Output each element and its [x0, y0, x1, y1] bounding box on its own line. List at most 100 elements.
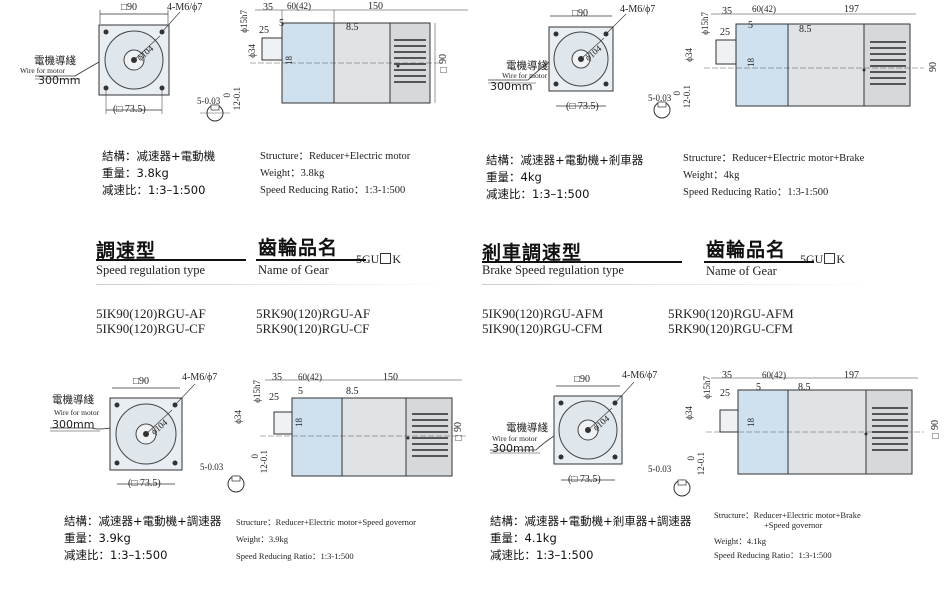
gear-name-en: Name of Gear [706, 264, 777, 278]
wire-label-zh: 電機導綫 [34, 55, 76, 67]
dim-motor-length: 150 [368, 1, 383, 12]
wire-length: 300mm [38, 74, 81, 87]
gear-code: 5GU K [800, 252, 845, 267]
dim-shaft-35: 35 [263, 2, 273, 13]
section-title-en: Brake Speed regulation type [482, 263, 624, 277]
spec-ratio-en: Speed Reducing Ratio：1:3-1:500 [236, 551, 354, 561]
keyway-detail [227, 475, 245, 493]
wire-length: 300mm [492, 442, 535, 455]
wire-label-en: Wire for motor [492, 434, 538, 443]
keyway-detail [653, 101, 671, 119]
dim-mount-holes: 4-M6/ϕ7 [182, 372, 218, 383]
dim-shaft-25: 25 [269, 392, 279, 403]
drawing-panel-4: □90 4-M6/ϕ7 ϕ104 (□ 73.5) 電機導綫 Wire for … [476, 368, 951, 596]
dim-shaft-35: 35 [722, 370, 732, 381]
front-view-drawing [488, 13, 627, 107]
spec-en-block: Structure：Reducer+Electric motor+Speed g… [236, 514, 416, 565]
placeholder-box-icon [824, 253, 836, 264]
model-2: 5IK90(120)RGU-CFM [482, 321, 603, 336]
dim-shaft-dia: ϕ15h7 [702, 376, 712, 399]
dim-key-width: 5-0.03 [648, 464, 672, 474]
gear-code-suffix: K [392, 252, 402, 266]
wire-label-zh: 電機導綫 [52, 394, 94, 406]
spec-weight-en: Weight：3.8kg [260, 168, 325, 179]
placeholder-box-icon [380, 253, 392, 264]
spec-en-block: Structure：Reducer+Electric motor+Brake W… [683, 150, 864, 201]
dim-pilot-dia: ϕ34 [684, 406, 694, 420]
gear-code-prefix: 5GU [800, 252, 824, 266]
dim-key-zero: 0 [672, 91, 682, 96]
spec-structure-en: Structure：Reducer+Electric motor+Brake [714, 510, 861, 520]
dim-mount-holes: 4-M6/ϕ7 [620, 4, 656, 15]
wire-label-zh: 電機導綫 [506, 422, 548, 434]
section-speed-regulation: 調速型 Speed regulation type 齒輪品名 Name of G… [0, 226, 476, 346]
front-view-drawing [50, 383, 196, 485]
spec-structure-zh: 結構：减速器+電動機+調速器 [64, 514, 222, 528]
spec-en-block: Structure：Reducer+Electric motor Weight：… [260, 148, 410, 199]
keyway-detail [200, 104, 230, 122]
dim-pilot-dia: ϕ34 [684, 48, 694, 62]
spec-zh-block: 結構：减速器+電動機+剎車器+調速器 重量：4.1kg 减速比：1:3–1:50… [490, 513, 691, 564]
dim-shaft-35: 35 [272, 372, 282, 383]
dim-gap-8-5: 8.5 [346, 22, 359, 33]
spec-zh-block: 結構：减速器+電動機+剎車器 重量：4kg 减速比：1:3–1:500 [486, 152, 643, 203]
front-view-drawing [490, 381, 635, 481]
dim-gearbox-60: 60(42) [752, 4, 776, 14]
wire-label-en: Wire for motor [502, 71, 548, 80]
gear-name-en: Name of Gear [258, 263, 329, 277]
spec-en-block: Structure：Reducer+Electric motor+Brake +… [714, 510, 861, 562]
dim-key-18: 18 [284, 56, 294, 65]
spec-weight-zh: 重量：4kg [486, 170, 542, 184]
section-title-zh: 剎車調速型 [482, 242, 583, 264]
side-view-drawing [706, 377, 924, 475]
dim-gap-8-5: 8.5 [798, 382, 811, 393]
drawing-panel-1: □90 4-M6/ϕ7 ϕ104 (□ 73.5) 電機導綫 Wire for … [0, 0, 475, 200]
spec-ratio-en: Speed Reducing Ratio：1:3-1:500 [260, 185, 406, 196]
dim-inner-square: (□ 73.5) [128, 478, 161, 489]
dim-shaft-5: 5 [279, 18, 284, 29]
wire-label-zh: 電機導綫 [506, 60, 548, 72]
dim-key-18: 18 [294, 418, 304, 427]
spec-structure-en: Structure：Reducer+Electric motor [260, 151, 411, 162]
spec-ratio-zh: 减速比：1:3–1:500 [486, 187, 590, 201]
spec-structure-zh: 結構：减速器+電動機 [102, 149, 216, 163]
header-rule [482, 261, 682, 263]
dim-inner-square: (□ 73.5) [568, 474, 601, 485]
dim-shaft-5: 5 [298, 386, 303, 397]
model-4: 5RK90(120)RGU-CFM [668, 321, 793, 336]
drawing-panel-2: □90 4-M6/ϕ7 ϕ104 (□ 73.5) 電機導綫 Wire for … [476, 0, 951, 203]
spec-structure-zh: 結構：减速器+電動機+剎車器 [486, 153, 644, 167]
side-view-drawing [260, 379, 466, 477]
dim-key-18: 18 [746, 58, 756, 67]
keyway-detail [673, 479, 691, 497]
dim-gearbox-60: 60(42) [298, 372, 322, 382]
model-1: 5IK90(120)RGU-AFM [482, 306, 604, 321]
gear-name-zh: 齒輪品名 [706, 239, 787, 261]
dim-shaft-dia: ϕ15h7 [700, 12, 710, 35]
model-3: 5RK90(120)RGU-AFM [668, 306, 794, 321]
spec-ratio-zh: 减速比：1:3–1:500 [490, 548, 594, 562]
dim-mount-holes: 4-M6/ϕ7 [167, 2, 203, 13]
drawing-panel-3: □90 4-M6/ϕ7 ϕ104 (□ 73.5) 電機導綫 Wire for … [0, 368, 476, 596]
spec-weight-zh: 重量：3.9kg [64, 531, 131, 545]
dim-pilot-dia: ϕ34 [233, 410, 243, 424]
dim-key-width: 5-0.03 [200, 462, 224, 472]
spec-structure-zh: 結構：减速器+電動機+剎車器+調速器 [490, 514, 692, 528]
spec-structure-en: Structure：Reducer+Electric motor+Speed g… [236, 517, 416, 527]
header-rule-gear [256, 259, 366, 261]
dim-key-width: 5-0.03 [197, 96, 221, 106]
dim-mount-holes: 4-M6/ϕ7 [622, 370, 658, 381]
dim-inner-square: (□ 73.5) [566, 101, 599, 112]
gear-code-suffix: K [836, 252, 846, 266]
dim-key-18: 18 [746, 418, 756, 427]
dim-shaft-5: 5 [748, 20, 753, 31]
wire-label-en: Wire for motor [20, 66, 66, 75]
side-view-drawing [704, 13, 924, 107]
spec-weight-zh: 重量：3.8kg [102, 166, 169, 180]
spec-weight-en: Weight：3.9kg [236, 534, 288, 544]
spec-weight-en: Weight：4.1kg [714, 536, 766, 546]
dim-square-width: □90 [121, 2, 138, 13]
dim-square-width: □90 [133, 376, 150, 387]
dim-square-width: □90 [572, 8, 589, 19]
